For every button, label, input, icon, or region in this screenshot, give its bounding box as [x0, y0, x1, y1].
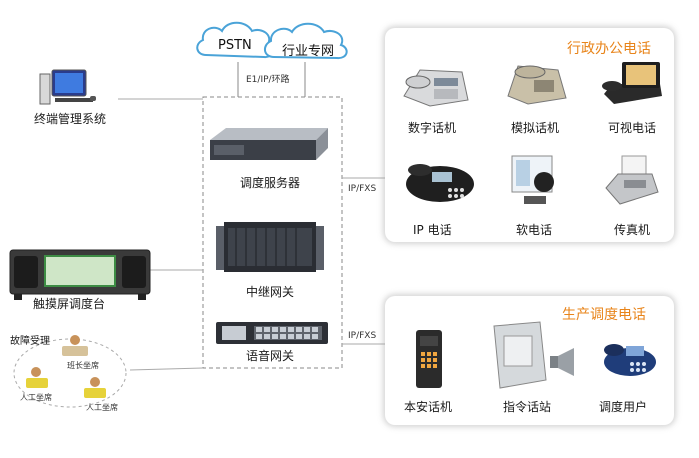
video-phone-icon	[602, 62, 662, 104]
softphone-icon	[511, 155, 554, 204]
production-item-dispatch: 调度用户	[599, 400, 648, 414]
ip-phone-icon	[406, 164, 474, 202]
seat-person-icon-top	[62, 335, 88, 356]
intrinsic-safety-phone-icon	[416, 330, 442, 388]
production-item-command: 指令话站	[503, 400, 552, 414]
terminal-mgmt-label: 终端管理系统	[34, 112, 107, 126]
trunk-gateway-label: 中继网关	[246, 285, 295, 299]
office-item-video: 可视电话	[608, 121, 657, 135]
office-item-ip: IP 电话	[413, 223, 452, 237]
link-type-label: E1/IP/环路	[246, 75, 290, 85]
ipfxs-bottom-label: IP/FXS	[348, 331, 377, 341]
trunk-gateway-icon	[216, 222, 324, 272]
pstn-label: PSTN	[218, 38, 252, 53]
private-net-label: 行业专网	[282, 44, 335, 59]
fault-label: 故障受理	[10, 336, 50, 347]
dispatch-user-phone-icon	[604, 344, 656, 376]
analog-phone-icon	[507, 65, 567, 105]
link-seats	[129, 367, 204, 371]
voice-gateway-icon	[216, 322, 328, 344]
production-panel-title: 生产调度电话	[562, 307, 646, 323]
dispatch-server-label: 调度服务器	[240, 176, 301, 190]
touch-console-label: 触摸屏调度台	[33, 297, 106, 311]
central-dashed-box	[202, 96, 343, 369]
office-item-analog: 模拟话机	[511, 121, 560, 135]
touch-console-icon	[9, 249, 151, 300]
command-station-icon	[493, 321, 574, 389]
office-item-softphone: 软电话	[516, 223, 553, 237]
seat-person-icon-right	[84, 377, 106, 398]
office-item-digital: 数字话机	[408, 121, 457, 135]
digital-phone-icon	[403, 69, 469, 107]
seat-person-icon-left	[26, 367, 48, 388]
office-panel-title: 行政办公电话	[567, 41, 651, 57]
seat-ring	[13, 338, 127, 408]
ipfxs-top-label: IP/FXS	[348, 184, 377, 194]
production-item-safety: 本安话机	[404, 400, 453, 414]
seat-right-label: 人工坐席	[86, 403, 118, 412]
voice-gateway-label: 语音网关	[246, 349, 295, 363]
seat-top-label: 班长坐席	[67, 361, 99, 370]
fax-icon	[605, 155, 659, 205]
seat-left-label: 人工坐席	[20, 393, 52, 402]
server-icon	[210, 128, 328, 160]
computer-icon	[39, 69, 96, 105]
private-net-cloud	[264, 22, 348, 60]
office-item-fax: 传真机	[614, 223, 651, 237]
